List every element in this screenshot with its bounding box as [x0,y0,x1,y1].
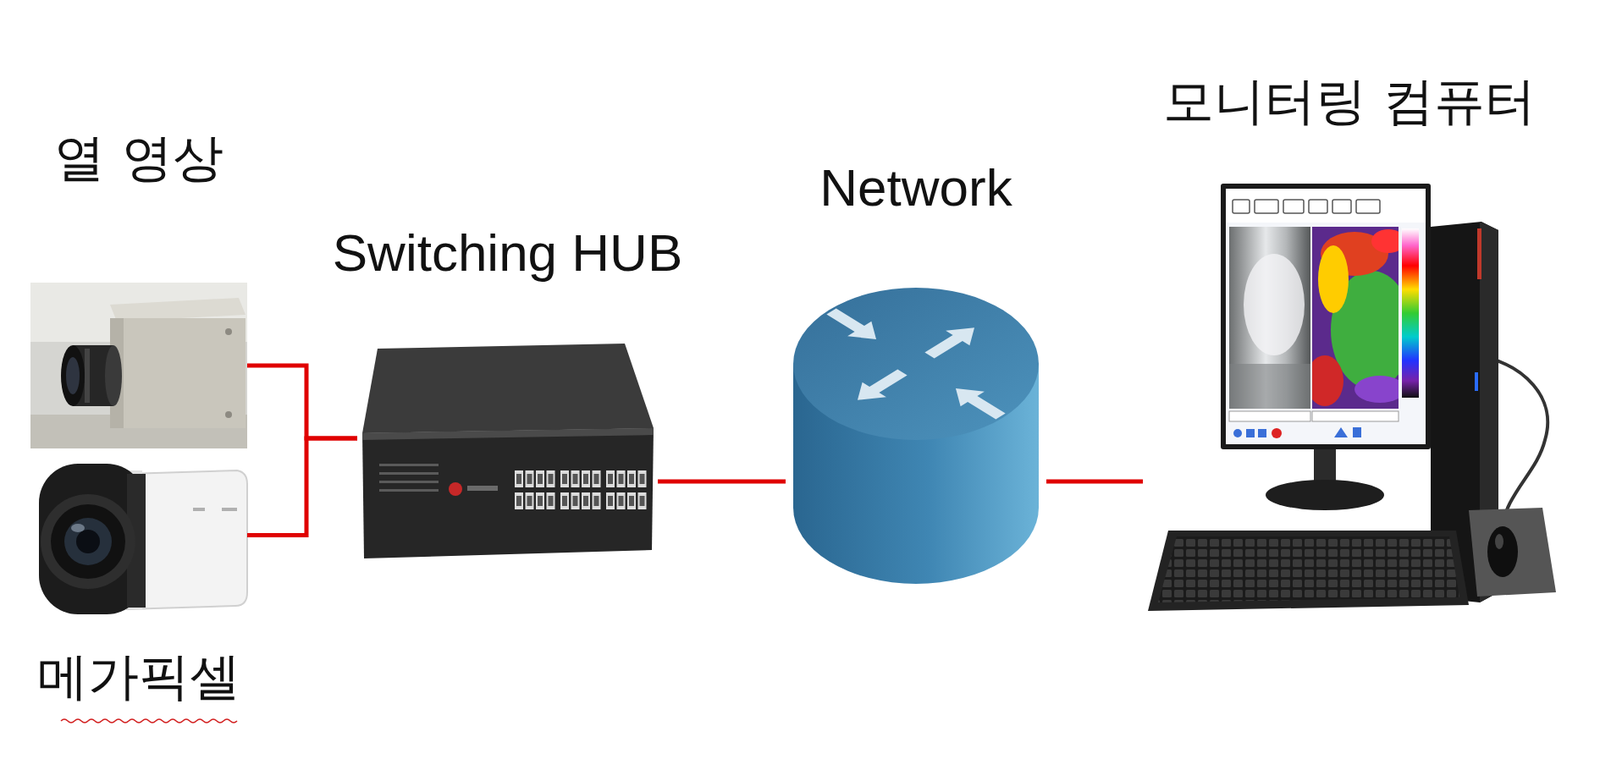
device-label: 메가픽셀 [37,645,241,707]
hub-port [546,492,556,510]
spellcheck-underline [60,719,238,723]
hub-port-socket [573,474,579,485]
megapixel-camera [30,448,248,623]
device-label: Switching HUB [332,221,683,285]
hub-port-socket [573,496,579,507]
hub-port-socket [607,496,613,507]
hub-port [560,470,569,488]
hub-port-socket [562,496,568,507]
hub-port [581,492,591,510]
device-label: Network [819,156,1012,220]
hub-port [514,470,524,488]
hub-port [617,470,626,488]
hub-port-socket [548,496,554,507]
hub-port [571,492,580,510]
hub-port [638,492,647,510]
hub-port [627,492,636,510]
hub-port-socket [527,474,533,485]
megapixel-camera-node: 메가픽셀 [30,448,248,623]
device-label: 모니터링 컴퓨터 [1163,70,1535,132]
hub-port [535,470,545,488]
hub-port-socket [583,474,589,485]
hub-port-socket [628,474,635,485]
hub-port [571,470,580,488]
hub-port-socket [527,496,533,507]
thermal-camera-node: 열 영상 [30,282,248,449]
hub-port-socket [628,496,635,507]
hub-port-socket [562,474,568,485]
network-cable [1046,480,1143,485]
hub-port-socket [516,496,522,507]
network-cable [247,438,358,536]
hub-port [546,470,556,488]
hub-port-socket [640,496,646,507]
hub-port [581,470,591,488]
hub-port [525,492,535,510]
hub-port [535,492,545,510]
hub-port-socket [583,496,589,507]
hub-port-socket [537,496,543,507]
hub-port [525,470,535,488]
network-router [793,287,1039,585]
hub-port-socket [607,474,613,485]
hub-port [514,492,524,510]
monitoring-computer-node: 모니터링 컴퓨터 [1142,183,1556,618]
network-cable [247,365,358,439]
hub-port-socket [516,474,522,485]
device-label: 열 영상 [54,126,223,188]
hub-port [606,470,615,488]
switching-hub-node: Switching HUB [357,336,658,587]
network-cable [657,480,786,485]
hub-port [560,492,569,510]
hub-port [592,470,602,488]
hub-port-socket [594,496,600,507]
hub-port [627,470,636,488]
hub-port [592,492,602,510]
hub-port-socket [548,474,554,485]
hub-port-socket [618,474,624,485]
hub-port-socket [594,474,600,485]
switching-hub [362,343,654,559]
hub-port-socket [618,496,624,507]
hub-port [606,492,615,510]
monitoring-computer [1147,183,1556,612]
hub-port-socket [537,474,543,485]
network-node: Network [785,285,1047,592]
hub-port [638,470,647,488]
hub-port-socket [640,474,646,485]
hub-port [617,492,626,510]
thermal-camera [30,282,248,449]
